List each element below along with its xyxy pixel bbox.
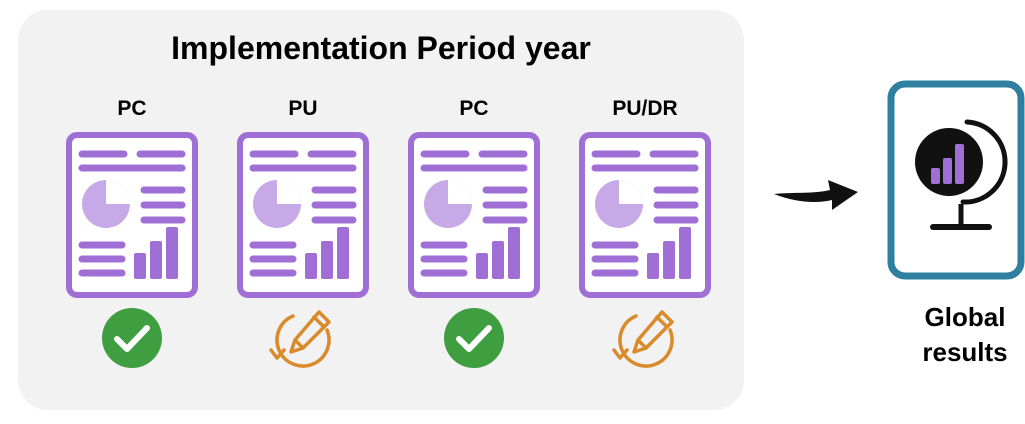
- report-document-icon: [579, 132, 711, 298]
- edit-cycle-icon: [269, 310, 331, 368]
- global-results-line-1: Global: [924, 302, 1006, 332]
- curved-arrow-icon: [774, 180, 858, 210]
- check-circle-icon: [444, 308, 504, 368]
- doc-label-1: PC: [117, 97, 147, 120]
- doc-label-2: PU: [288, 97, 318, 120]
- doc-label-4: PU/DR: [612, 97, 678, 120]
- report-document-icon: [237, 132, 369, 298]
- global-results-line-2: results: [922, 337, 1008, 367]
- edit-cycle-icon: [612, 310, 674, 368]
- global-results-icon: [887, 80, 1025, 280]
- check-circle-icon: [102, 308, 162, 368]
- panel-title: Implementation Period year: [171, 30, 591, 66]
- report-document-icon: [66, 132, 198, 298]
- global-results-label: Global results: [890, 300, 1025, 370]
- doc-label-3: PC: [459, 97, 489, 120]
- report-document-icon: [408, 132, 540, 298]
